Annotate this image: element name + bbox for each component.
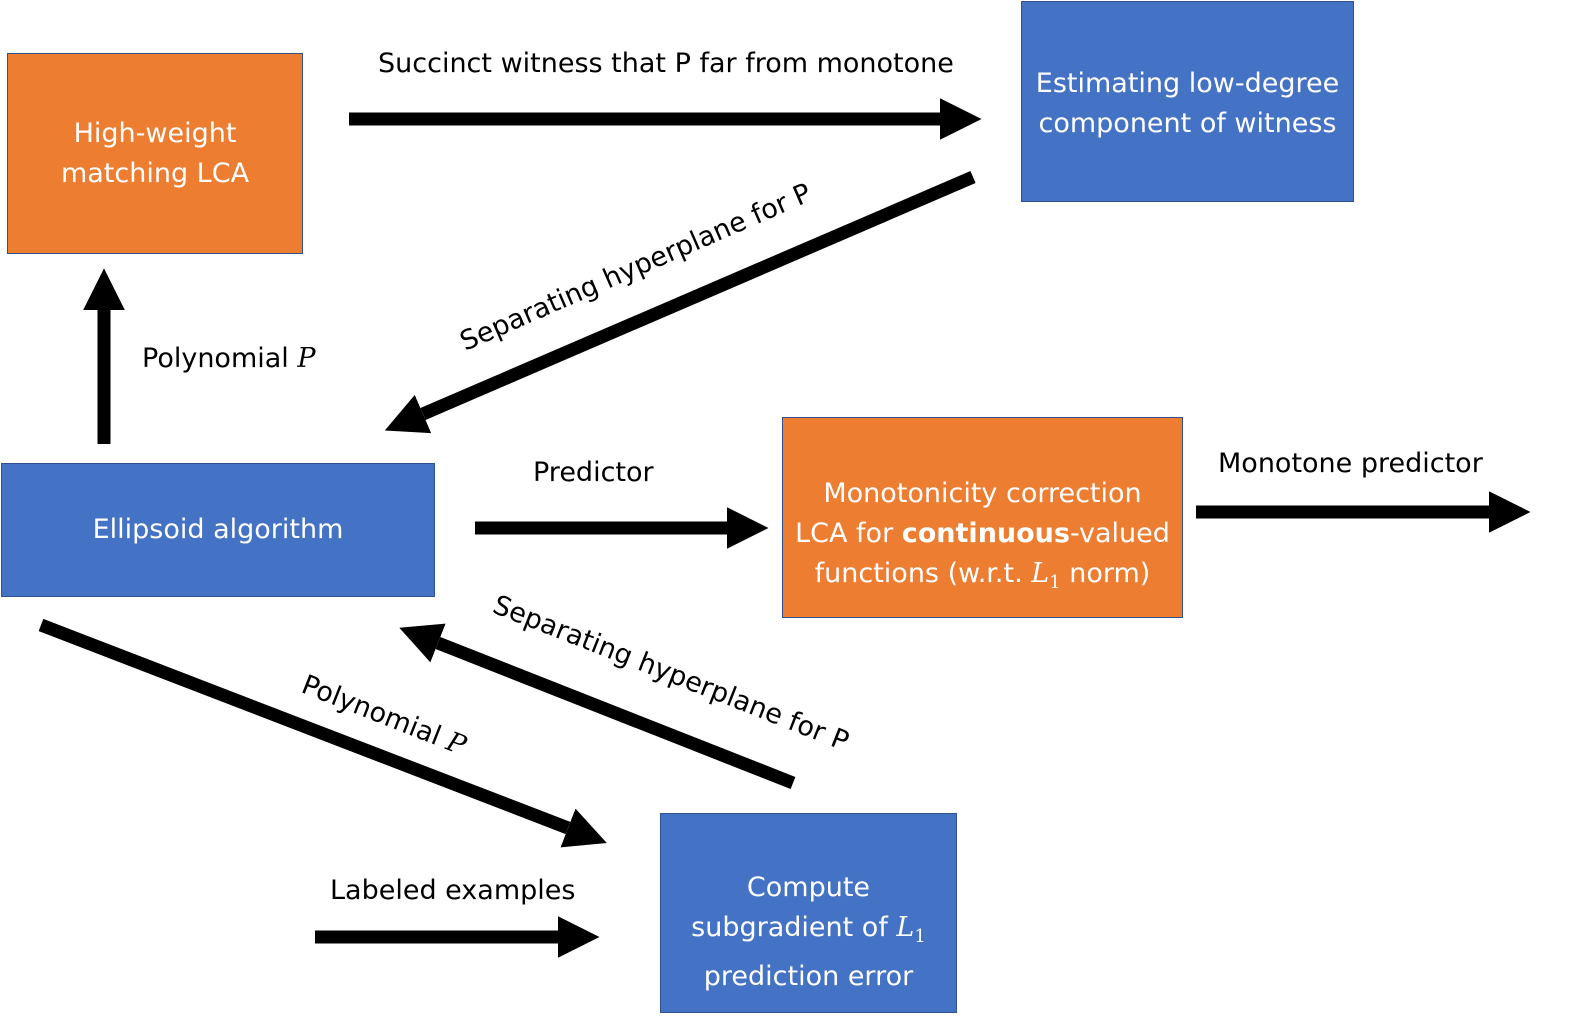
monotonicity-correction-box: Monotonicity correction LCA for continuo… <box>782 417 1183 618</box>
arrow-separating-hyperplane-bottom <box>399 623 796 790</box>
monotonicity-line2-pre: LCA for <box>795 518 902 549</box>
label-succinct-witness: Succinct witness that P far from monoton… <box>378 48 954 79</box>
label-polynomial-up-text: Polynomial <box>142 343 298 374</box>
subgradient-norm-subscript: 1 <box>914 926 926 947</box>
label-polynomial-up: Polynomial P <box>142 345 316 372</box>
high-weight-matching-box: High-weight matching LCA <box>7 53 303 254</box>
monotonicity-line2-bold: continuous <box>901 518 1070 549</box>
monotonicity-line3: functions (w.r.t. L1 norm) <box>795 554 1170 603</box>
label-monotone-predictor: Monotone predictor <box>1218 448 1483 479</box>
arrow-separating-hyperplane-top <box>384 171 976 434</box>
compute-subgradient-box: Compute subgradient of L1 prediction err… <box>660 813 957 1013</box>
arrow-polynomial-down <box>38 618 607 848</box>
monotonicity-line2-post: -valued <box>1069 518 1170 549</box>
monotonicity-norm-symbol: L <box>1031 558 1050 589</box>
estimating-line1: Estimating low-degree <box>1035 68 1340 99</box>
high-weight-line1: High-weight <box>73 117 237 149</box>
monotonicity-line3-post: norm) <box>1060 558 1151 589</box>
estimating-low-degree-box: Estimating low-degree component of witne… <box>1021 1 1354 202</box>
monotonicity-line1: Monotonicity correction <box>823 478 1142 509</box>
monotonicity-line3-pre: functions (w.r.t. <box>814 558 1032 589</box>
label-polynomial-up-symbol: P <box>297 343 316 374</box>
monotonicity-norm-subscript: 1 <box>1049 572 1061 593</box>
subgradient-line1: Compute <box>746 872 871 903</box>
ellipsoid-line1: Ellipsoid algorithm <box>92 514 344 545</box>
high-weight-line2: matching LCA <box>60 157 250 189</box>
estimating-line2: component of witness <box>1038 108 1337 139</box>
label-predictor: Predictor <box>533 457 654 488</box>
label-labeled-examples: Labeled examples <box>330 875 576 906</box>
subgradient-line2: subgradient of L1 <box>691 908 926 957</box>
ellipsoid-algorithm-box: Ellipsoid algorithm <box>1 463 435 597</box>
monotonicity-line2: LCA for continuous-valued <box>795 514 1170 554</box>
subgradient-line2-pre: subgradient of <box>691 912 897 943</box>
subgradient-line3: prediction error <box>703 961 914 992</box>
subgradient-norm-symbol: L <box>896 912 915 943</box>
